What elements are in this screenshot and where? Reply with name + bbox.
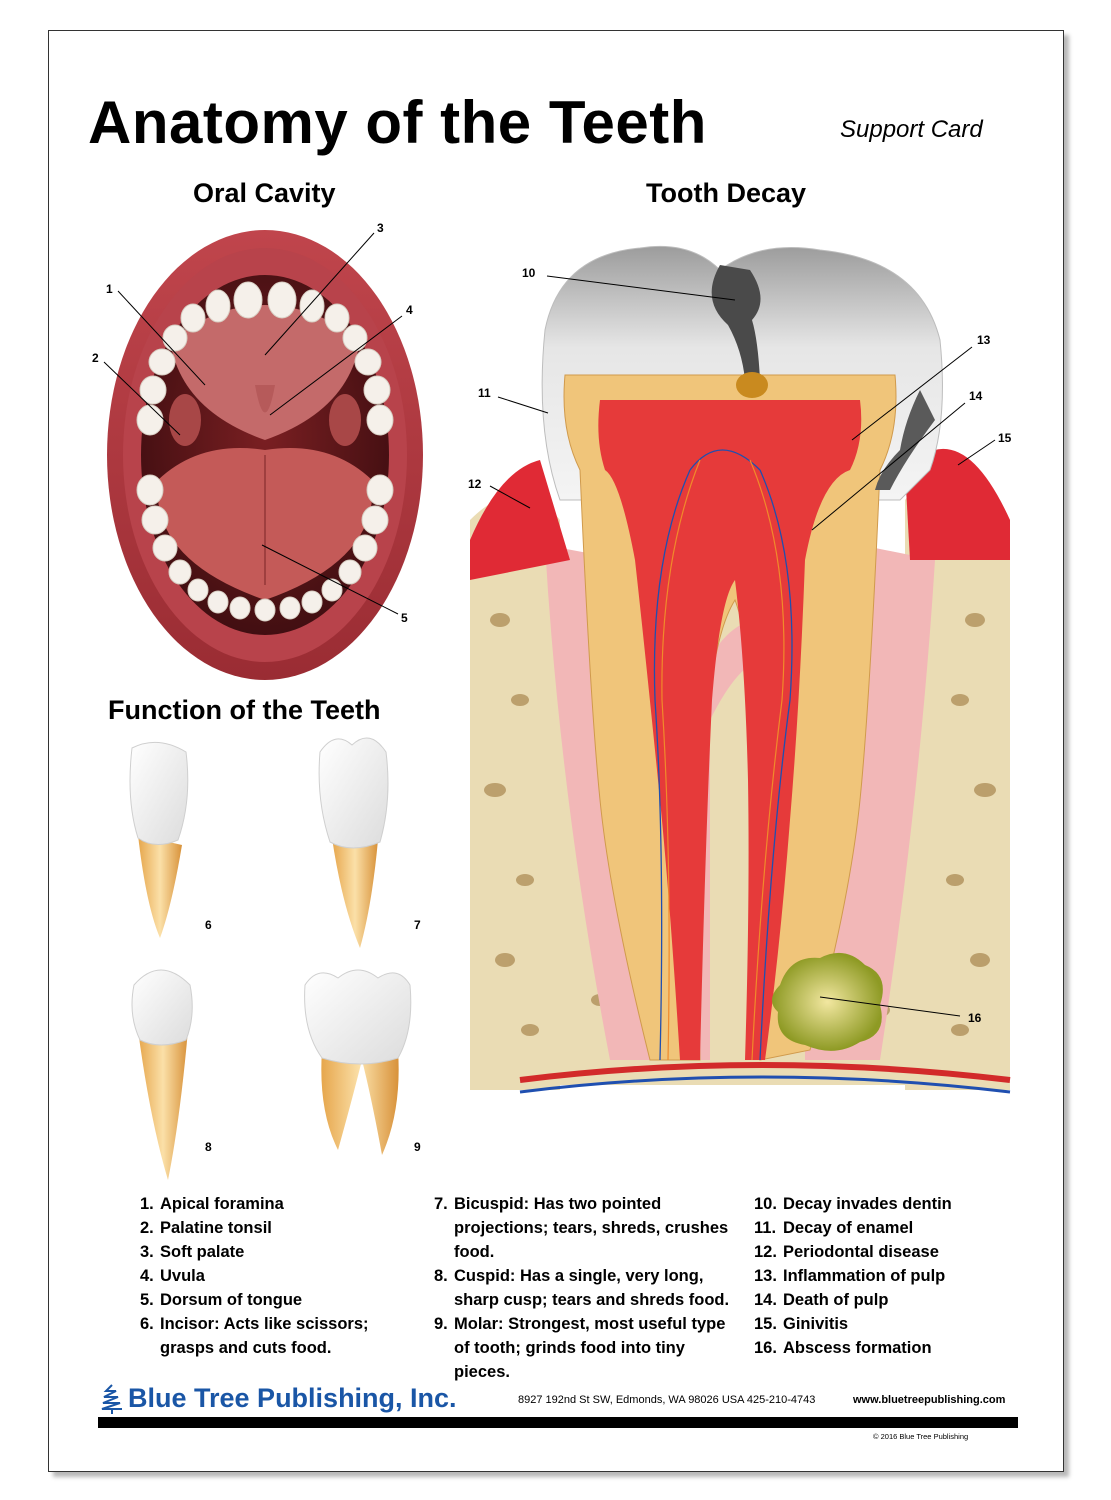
label-15: 15 (998, 431, 1012, 445)
decay-cavity (711, 265, 761, 380)
leader-1 (117, 290, 206, 386)
legend-item: 1.Apical foramina (140, 1195, 284, 1213)
legend-item: 13.Inflammation of pulp (754, 1267, 946, 1285)
page-subtitle: Support Card (840, 116, 983, 143)
decay-dentin-spot (736, 372, 768, 398)
legend-item: 5.Dorsum of tongue (140, 1291, 303, 1309)
label-1: 1 (106, 282, 113, 296)
upper-teeth (136, 281, 394, 436)
palatine-tonsil-right (329, 394, 361, 446)
leader-11 (497, 396, 549, 414)
label-3: 3 (377, 221, 384, 235)
legend-item: 6.Incisor: Acts like scissors; grasps an… (140, 1315, 369, 1357)
legend-item: 15.Ginivitis (754, 1315, 849, 1333)
legend-item: 2.Palatine tonsil (140, 1219, 272, 1237)
lower-teeth (136, 474, 394, 622)
label-13: 13 (977, 333, 991, 347)
label-2: 2 (92, 351, 99, 365)
legend-item: 3.Soft palate (140, 1243, 245, 1261)
legend-item: 7.Bicuspid: Has two pointed projections;… (434, 1195, 729, 1261)
tooth-decay-heading: Tooth Decay (646, 178, 807, 208)
base-vein (519, 1075, 1011, 1094)
label-8: 8 (205, 1140, 212, 1154)
tooth-decay-illustration: 10 11 12 13 14 15 16 (468, 245, 1012, 1094)
tooth-pulp (598, 400, 862, 1060)
blood-vessels (653, 449, 793, 1061)
legend-item: 12.Periodontal disease (754, 1243, 939, 1261)
leader-3 (264, 232, 375, 356)
company-website[interactable]: www.bluetreepublishing.com (853, 1394, 1006, 1406)
uvula-shape (255, 385, 275, 413)
legend-item: 16.Abscess formation (754, 1339, 932, 1357)
base-artery (519, 1062, 1011, 1083)
label-7: 7 (414, 918, 421, 932)
footer: Blue Tree Publishing, Inc. 8927 192nd St… (98, 1383, 1018, 1415)
legend-column-2: 7.Bicuspid: Has two pointed projections;… (434, 1192, 744, 1384)
label-4: 4 (406, 303, 413, 317)
copyright: © 2016 Blue Tree Publishing (873, 1432, 969, 1441)
tooth-cuspid (131, 969, 193, 1180)
tooth-molar (304, 969, 412, 1155)
ligament-right (810, 545, 935, 1060)
blue-tree-logo-icon (101, 1384, 122, 1414)
tooth-bicuspid (318, 737, 389, 948)
gum-right (905, 448, 1010, 560)
label-11: 11 (478, 386, 491, 400)
label-10: 10 (522, 266, 536, 280)
leader-15 (957, 439, 996, 466)
label-16: 16 (968, 1011, 982, 1025)
company-address: 8927 192nd St SW, Edmonds, WA 98026 USA … (518, 1394, 816, 1406)
palatine-tonsil-left (169, 394, 201, 446)
legend-item: 8.Cuspid: Has a single, very long, sharp… (434, 1267, 730, 1309)
label-9: 9 (414, 1140, 421, 1154)
oral-cavity-illustration: 1 2 3 4 5 (92, 221, 423, 680)
page-title: Anatomy of the Teeth (88, 89, 707, 156)
legend-item: 14.Death of pulp (754, 1291, 889, 1309)
company-name: Blue Tree Publishing, Inc. (128, 1383, 457, 1413)
oral-cavity-heading: Oral Cavity (193, 178, 336, 208)
abscess (771, 952, 883, 1051)
label-12: 12 (468, 477, 482, 491)
legend-item: 9.Molar: Strongest, most useful type of … (434, 1315, 726, 1381)
soft-palate-shape (170, 305, 360, 440)
legend-column-1: 1.Apical foramina 2.Palatine tonsil 3.So… (140, 1192, 410, 1360)
function-teeth-illustration: 6 7 8 9 (129, 737, 421, 1180)
leader-12 (489, 485, 531, 509)
leader-13 (851, 346, 973, 441)
leader-16 (819, 996, 961, 1017)
leader-5 (261, 544, 399, 615)
legend-column-3: 10.Decay invades dentin 11.Decay of enam… (754, 1192, 1004, 1360)
function-heading: Function of the Teeth (108, 695, 381, 725)
legend-item: 4.Uvula (140, 1267, 205, 1285)
leader-2 (103, 361, 181, 436)
legend-item: 10.Decay invades dentin (754, 1195, 952, 1213)
nerves (661, 459, 785, 1061)
tooth-incisor (129, 741, 189, 938)
label-5: 5 (401, 611, 408, 625)
label-6: 6 (205, 918, 212, 932)
footer-rule (98, 1417, 1018, 1428)
leader-4 (269, 315, 403, 416)
leader-14 (811, 402, 966, 531)
leader-10 (546, 275, 736, 301)
label-14: 14 (969, 389, 983, 403)
gum-left (470, 460, 570, 580)
legend-item: 11.Decay of enamel (754, 1219, 914, 1237)
